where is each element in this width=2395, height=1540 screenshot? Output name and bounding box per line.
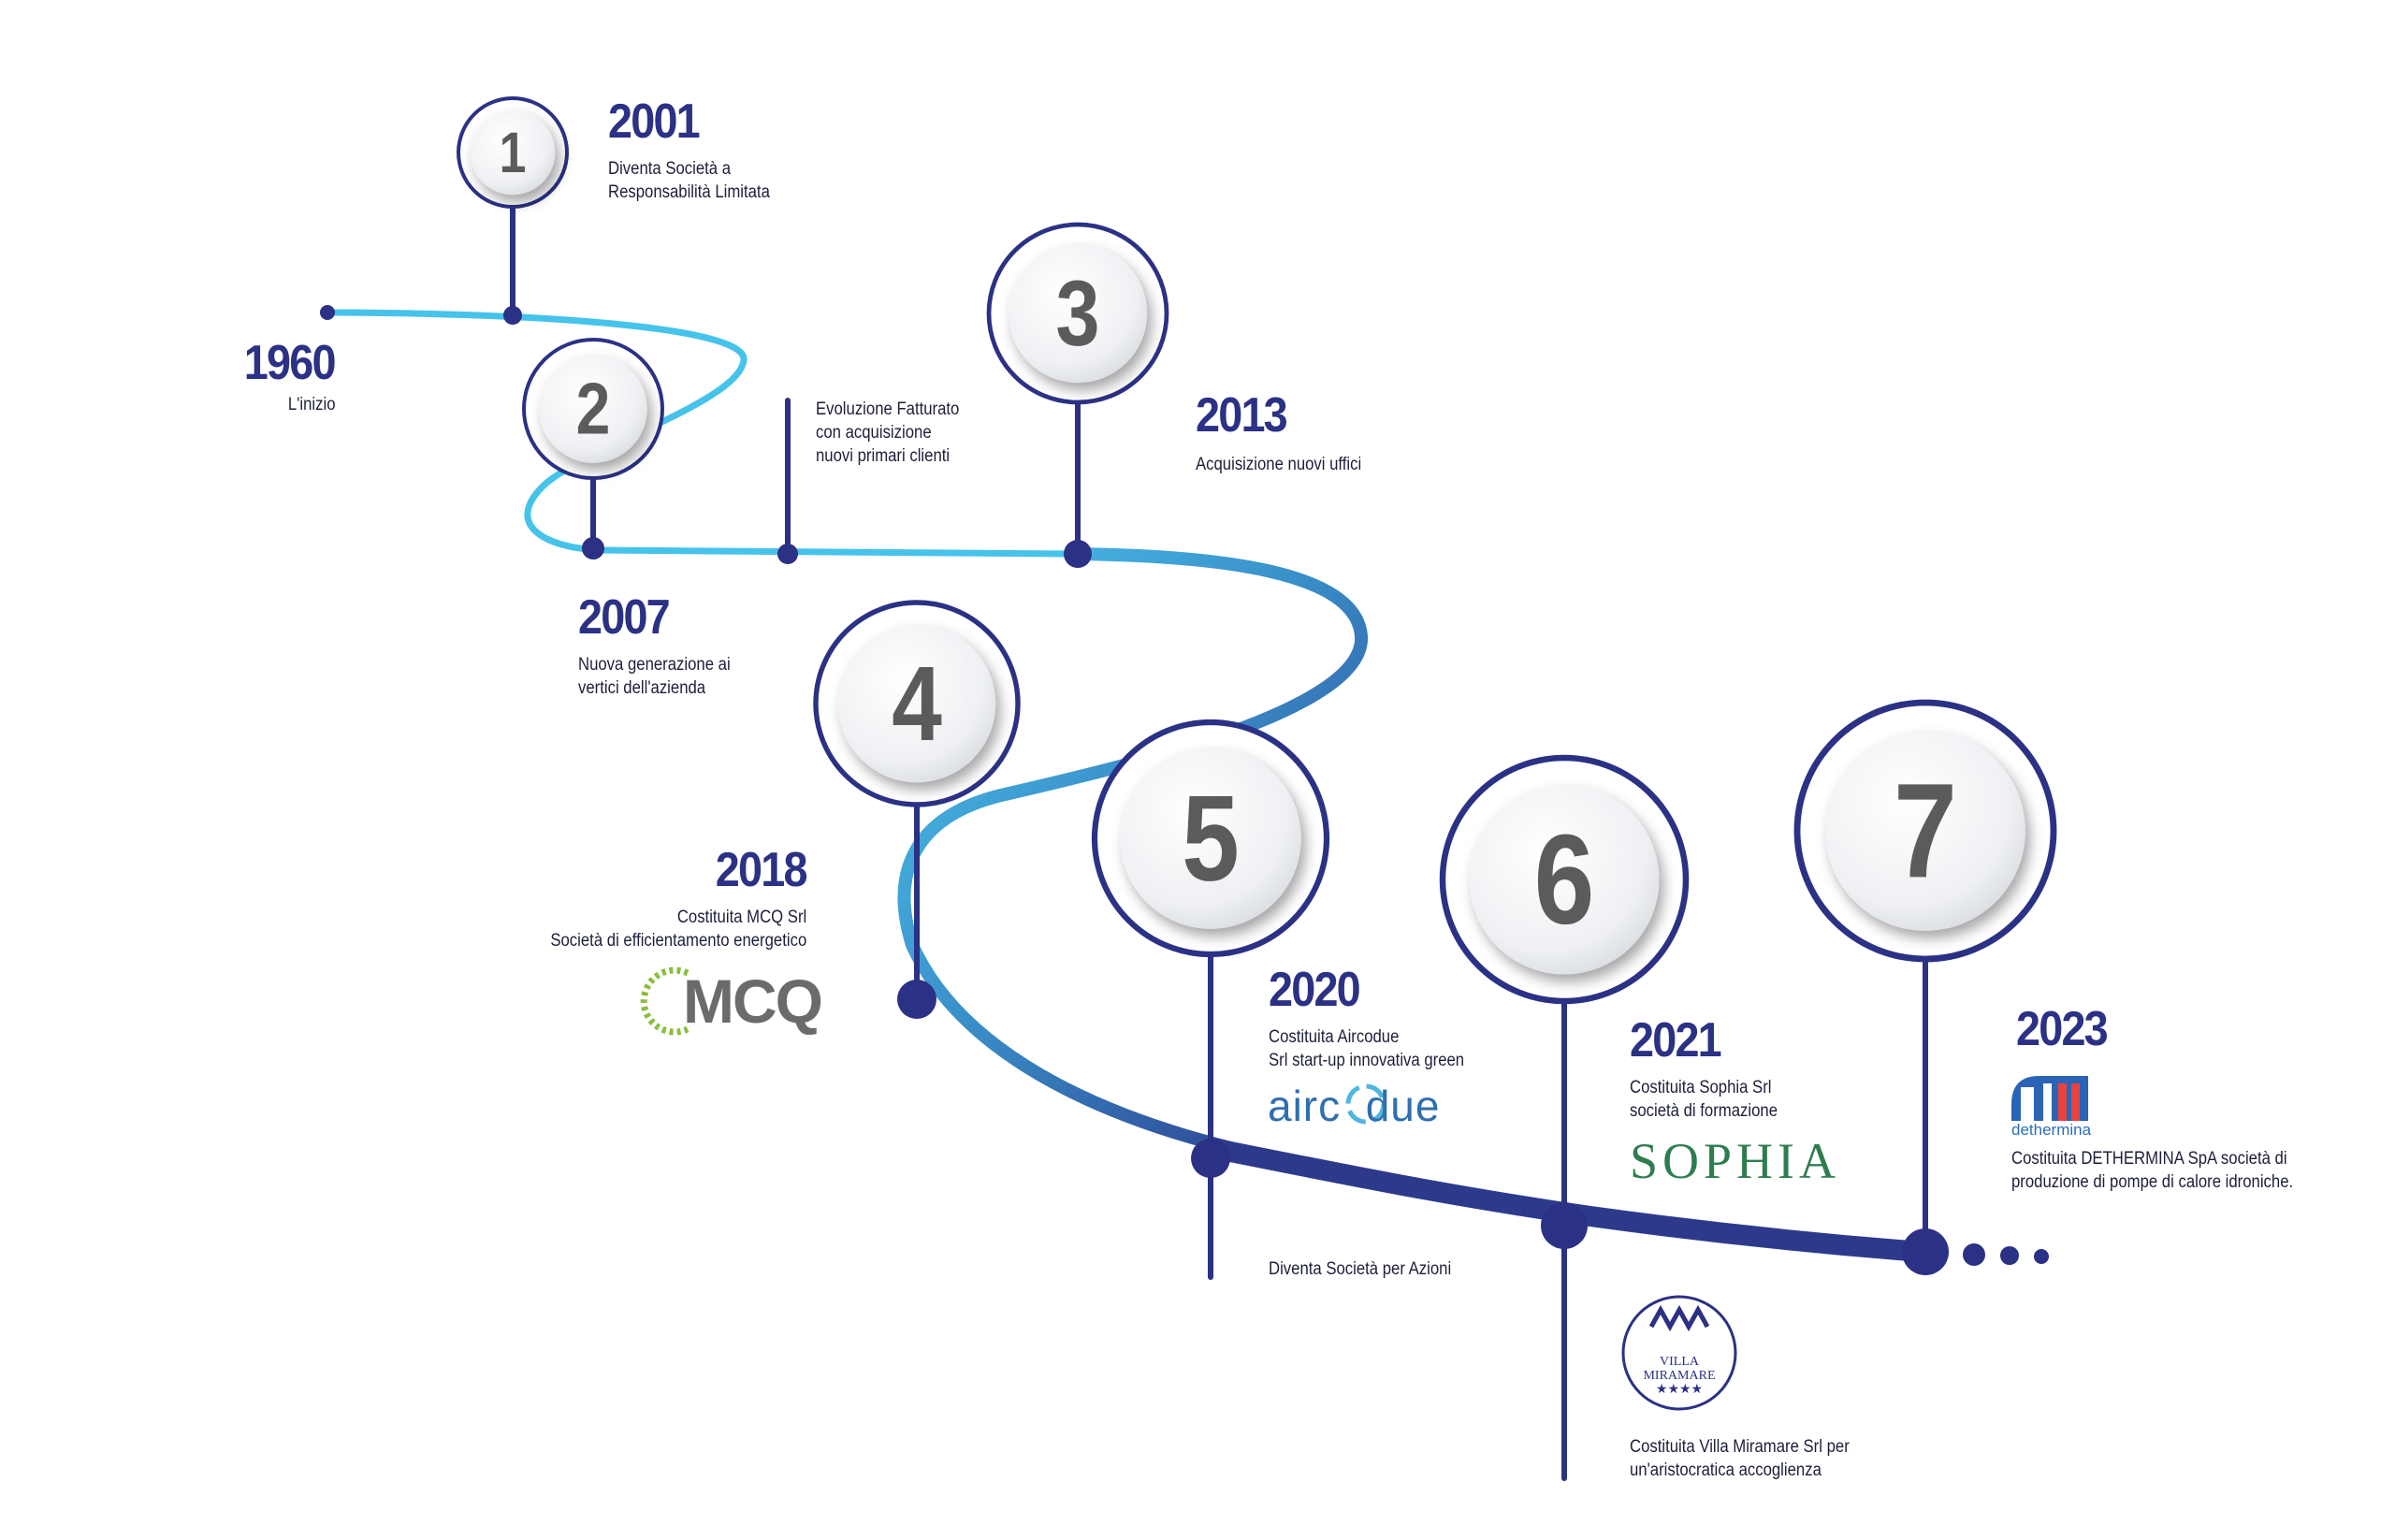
milestone-2-disc: 2	[522, 338, 664, 480]
aircodue-logo-mark	[1345, 1083, 1386, 1125]
milestone-5-disc: 5	[1091, 719, 1330, 958]
milestone-7-year: 2023	[2016, 1002, 2109, 1056]
milestone-6-text: Costituita Sophia Srl società di formazi…	[1630, 1078, 1778, 1121]
milestone-6-disc: 6	[1439, 754, 1690, 1005]
milestone-4-year: 2018	[716, 843, 808, 897]
node-1	[503, 306, 522, 325]
path-segment-dark	[1206, 1139, 1933, 1262]
node-6	[1541, 1202, 1588, 1249]
milestone-1-year: 2001	[608, 94, 701, 149]
node-4	[897, 980, 936, 1019]
milestone-6-year: 2021	[1630, 1013, 1722, 1068]
timeline-path	[324, 309, 1933, 1262]
path-segment-mid	[897, 547, 1369, 1171]
path-segment-light	[324, 309, 1080, 558]
milestone-5-text: Costituita Aircodue Srl start-up innovat…	[1269, 1027, 1465, 1070]
villa-miramare-logo: VILLA MIRAMARE ★★★★	[1643, 1355, 1716, 1397]
mcq-logo-mark	[640, 966, 689, 1036]
milestone-2-text: Nuova generazione ai vertici dell'aziend…	[578, 655, 731, 698]
milestone-5-inner-disc	[1120, 748, 1301, 929]
milestone-6-inner-disc	[1469, 784, 1660, 975]
spa-text: Diventa Società per Azioni	[1269, 1259, 1452, 1279]
milestone-5-year: 2020	[1269, 963, 1361, 1017]
milestone-1-number: 1	[500, 121, 527, 184]
dethermina-logo: dethermina	[2011, 1121, 2092, 1139]
start-dot	[320, 305, 335, 320]
trail-dot-2	[2000, 1246, 2019, 1265]
sophia-logo: SOPHIA	[1630, 1133, 1841, 1189]
milestone-3-inner-disc	[1008, 243, 1148, 384]
milestone-4-text: Costituita MCQ Srl Società di efficienta…	[550, 908, 806, 951]
villa-text: Costituita Villa Miramare Srl per un'ari…	[1630, 1437, 1850, 1480]
node-7	[1902, 1228, 1949, 1275]
milestone-2-inner-disc	[539, 355, 647, 463]
villa-miramare-logo-mark	[1621, 1295, 1737, 1411]
start-year: 1960	[244, 336, 337, 390]
milestone-3-text: Acquisizione nuovi uffici	[1196, 455, 1362, 474]
trail-dot-1	[1963, 1243, 1985, 1266]
milestone-7-disc: 7	[1793, 699, 2057, 963]
milestone-7-text: Costituita DETHERMINA SpA società di pro…	[2011, 1149, 2294, 1192]
milestone-3-disc: 3	[986, 222, 1169, 405]
node-5	[1191, 1139, 1230, 1178]
mcq-logo: MCQ	[683, 966, 823, 1037]
aircodue-logo-a: airc	[1268, 1082, 1342, 1130]
milestone-4-number: 4	[892, 646, 942, 763]
milestone-7-inner-disc	[1825, 731, 2025, 931]
milestone-6-number: 6	[1534, 807, 1595, 951]
milestone-4-disc: 4	[813, 600, 1021, 807]
node-2	[582, 537, 604, 559]
milestone-2-year: 2007	[578, 590, 671, 645]
milestone-4-inner-disc	[837, 624, 996, 783]
milestone-1-inner-disc	[470, 109, 556, 196]
milestone-1-text: Diventa Società a Responsabilità Limitat…	[608, 159, 770, 202]
start-text: L'inizio	[287, 395, 335, 414]
milestone-1-disc: 1	[457, 96, 569, 209]
milestone-discs: 1 2 3 4 5 6 7	[457, 96, 2057, 1005]
node-3	[1064, 540, 1092, 568]
milestone-5-number: 5	[1182, 770, 1240, 906]
aircodue-logo: aircodue	[1268, 1081, 1440, 1131]
dethermina-logo-mark	[2011, 1076, 2088, 1121]
milestone-3-number: 3	[1055, 261, 1099, 366]
trail-dot-3	[2034, 1249, 2049, 1264]
milestone-3-year: 2013	[1196, 388, 1288, 443]
milestone-7-number: 7	[1894, 756, 1957, 907]
mcq-logo-text: MCQ	[683, 966, 823, 1036]
node-fatturato	[777, 544, 798, 564]
aircodue-logo-b: due	[1365, 1082, 1441, 1130]
milestone-stems	[503, 204, 1949, 1481]
milestone-2-number: 2	[576, 370, 611, 450]
fatturato-text: Evoluzione Fatturato con acquisizione nu…	[816, 400, 960, 466]
